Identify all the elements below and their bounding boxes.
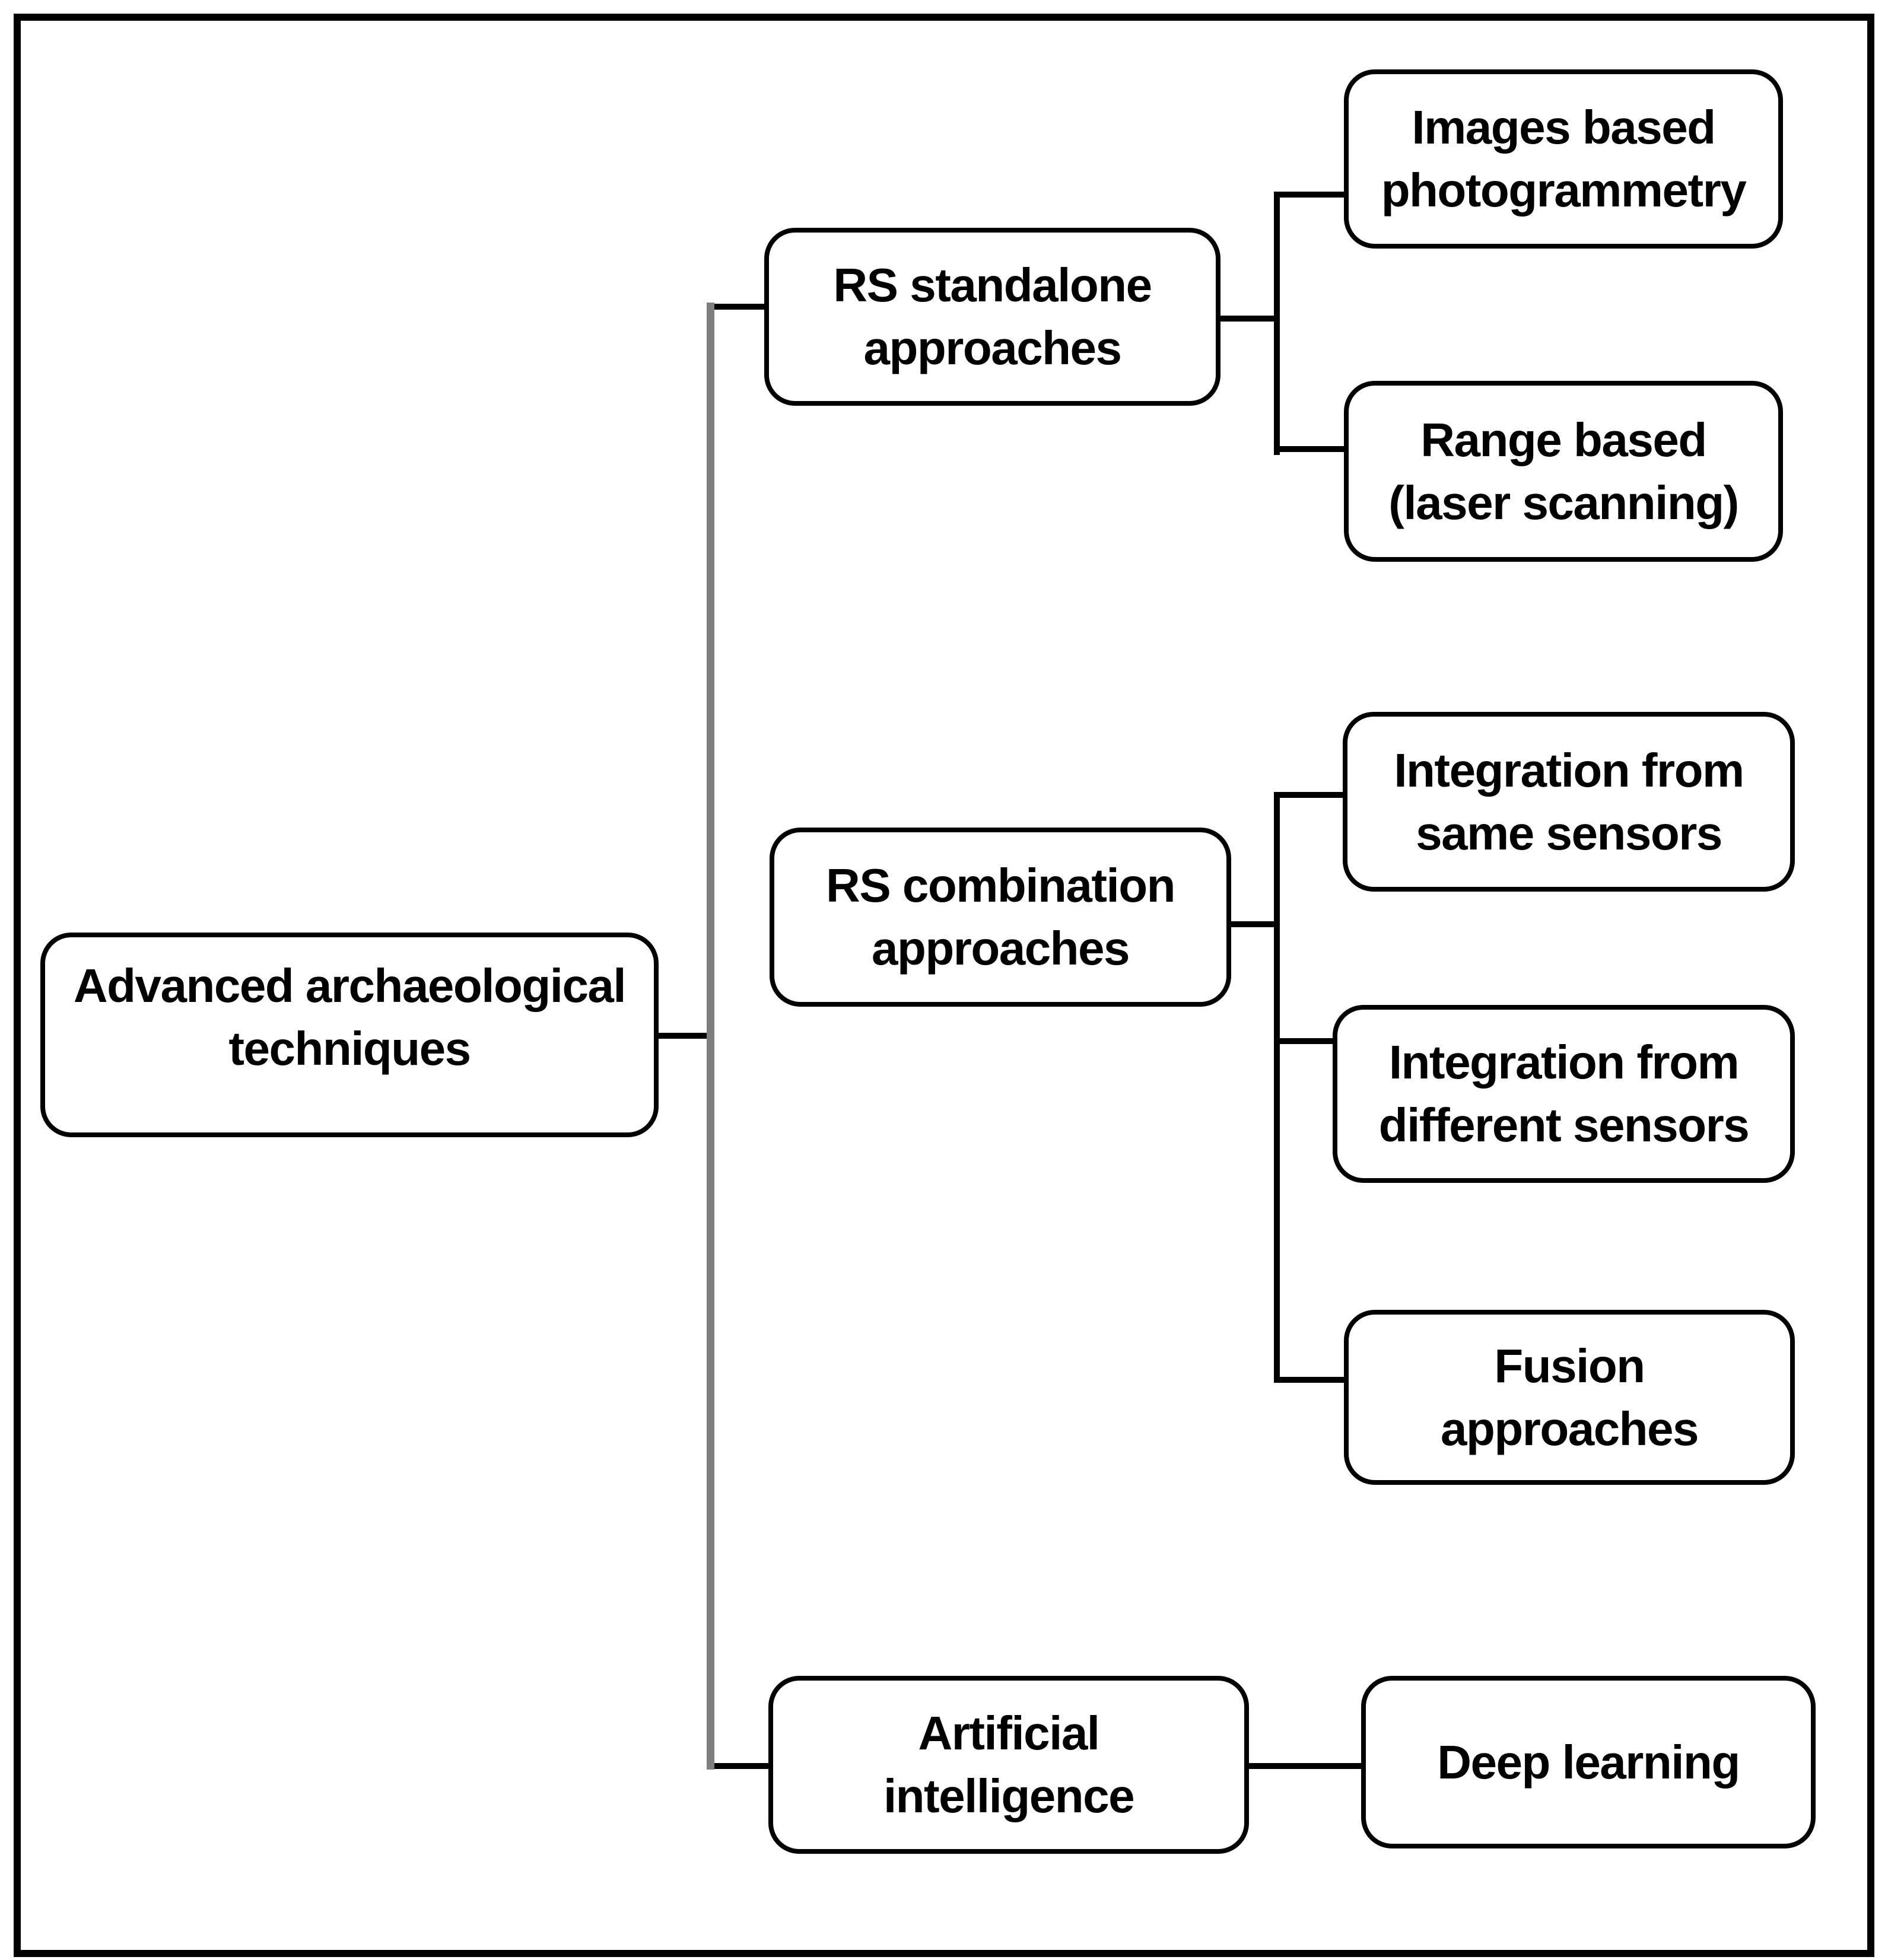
node-label: RS combination approaches xyxy=(826,859,1175,975)
node-range-based-laser-scanning: Range based (laser scanning) xyxy=(1344,381,1783,562)
connector-standalone-to-bracket xyxy=(1216,316,1280,322)
node-label: Images based photogrammetry xyxy=(1381,101,1747,217)
connector-bracket-to-same-sensors xyxy=(1274,792,1346,798)
node-root-advanced-archaeological-techniques: Advanced archaeological techniques xyxy=(40,933,659,1137)
connector-bracket-to-different-sensors xyxy=(1274,1038,1336,1044)
connector-bracket-to-images xyxy=(1274,192,1347,198)
node-rs-standalone-approaches: RS standalone approaches xyxy=(764,228,1220,406)
combination-children-bracket xyxy=(1274,792,1280,1383)
node-fusion-approaches: Fusion approaches xyxy=(1344,1310,1795,1485)
standalone-children-bracket xyxy=(1274,192,1280,455)
node-label: Artificial intelligence xyxy=(883,1707,1135,1822)
node-deep-learning: Deep learning xyxy=(1361,1676,1816,1848)
node-integration-from-same-sensors: Integration from same sensors xyxy=(1343,712,1795,892)
node-label: Integration from same sensors xyxy=(1394,743,1744,860)
node-integration-from-different-sensors: Integration from different sensors xyxy=(1333,1005,1795,1183)
node-label: RS standalone approaches xyxy=(833,259,1152,374)
connector-root-to-trunk xyxy=(654,1033,710,1039)
node-label: Range based (laser scanning) xyxy=(1388,413,1739,529)
connector-bracket-to-range xyxy=(1274,446,1347,452)
node-label: Fusion approaches xyxy=(1440,1339,1699,1455)
node-label: Deep learning xyxy=(1437,1735,1740,1789)
node-images-based-photogrammetry: Images based photogrammetry xyxy=(1344,69,1783,249)
connector-trunk-to-ai xyxy=(710,1763,771,1769)
node-label: Advanced archaeological techniques xyxy=(73,959,627,1075)
node-rs-combination-approaches: RS combination approaches xyxy=(770,828,1231,1007)
node-label: Integration from different sensors xyxy=(1378,1036,1750,1151)
node-artificial-intelligence: Artificial intelligence xyxy=(768,1676,1249,1854)
trunk-line xyxy=(707,303,714,1770)
connector-ai-to-deep-learning xyxy=(1246,1763,1364,1769)
connector-bracket-to-fusion xyxy=(1274,1377,1347,1383)
connector-trunk-to-standalone xyxy=(710,304,767,310)
connector-combination-to-bracket xyxy=(1228,921,1280,927)
